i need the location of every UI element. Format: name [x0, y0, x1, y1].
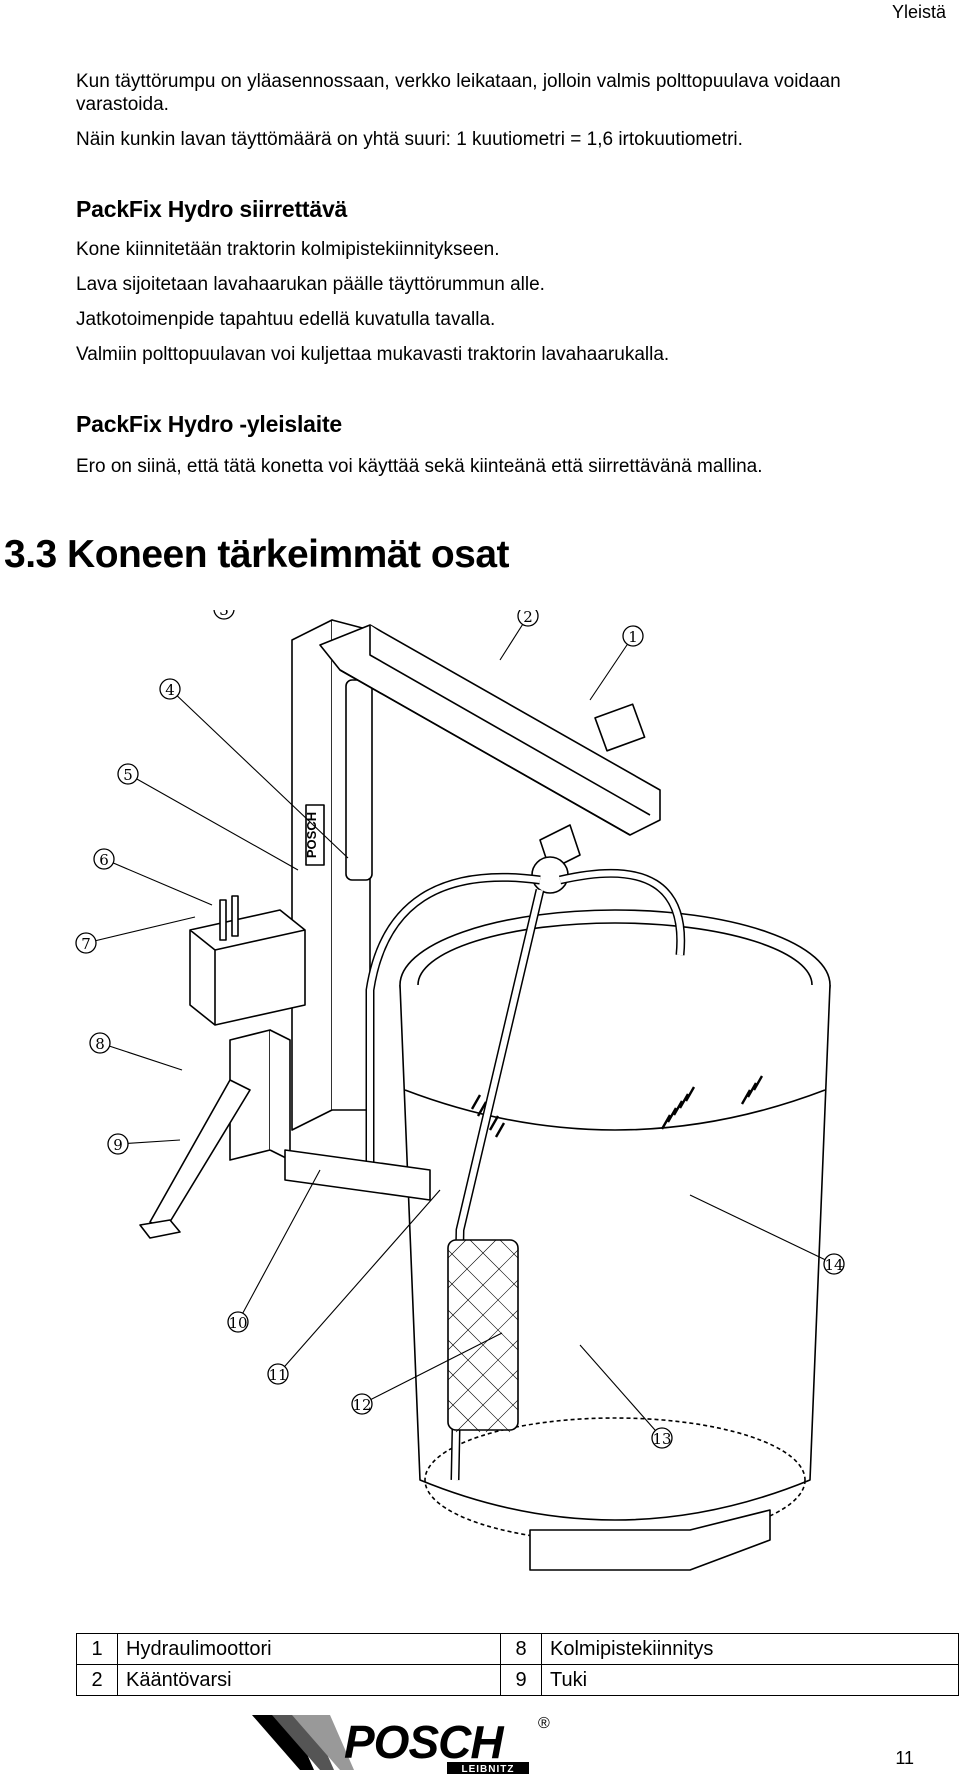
intro-line-3: Näin kunkin lavan täyttömäärä on yhtä su…: [76, 129, 743, 150]
mast: [291, 619, 333, 1131]
logo-subtext: LEIBNITZ: [462, 1764, 515, 1775]
intro-line-2: varastoida.: [76, 94, 169, 115]
callout-number: 13: [652, 1430, 671, 1448]
callout-number: 14: [824, 1256, 843, 1274]
mast-brand-label: POSCH: [304, 812, 319, 858]
callout-number: 1: [628, 628, 638, 646]
callout-3: 3: [213, 610, 235, 620]
callout-number: 9: [113, 1136, 123, 1154]
logo-wordmark: POSCH: [344, 1716, 504, 1768]
callout-number: 10: [228, 1314, 247, 1332]
callout-number: 11: [268, 1366, 287, 1384]
callout-4: 4: [159, 678, 181, 700]
part-label: Kolmipistekiinnitys: [541, 1633, 959, 1665]
callout-14: 14: [823, 1253, 845, 1275]
chapter-title: 3.3 Koneen tärkeimmät osat: [4, 533, 510, 576]
callout-10: 10: [227, 1311, 249, 1333]
callout-number: 2: [523, 610, 533, 626]
page-number: 11: [895, 1748, 914, 1768]
running-header: Yleistä: [891, 2, 946, 22]
callout-number: 5: [123, 766, 133, 784]
callout-number: 3: [219, 610, 229, 619]
part-number: 1: [76, 1633, 118, 1665]
control-box: [189, 909, 306, 1026]
callout-1: 1: [622, 625, 644, 647]
mobile-line-1: Kone kiinnitetään traktorin kolmipisteki…: [76, 239, 500, 260]
posch-logo: POSCH LEIBNITZ ®: [252, 1715, 550, 1775]
registered-mark: ®: [538, 1715, 550, 1732]
machine-drawing: POSCH: [75, 610, 845, 1571]
universal-line: Ero on siinä, että tätä konetta voi käyt…: [76, 456, 763, 477]
callout-5: 5: [117, 763, 139, 785]
callout-13: 13: [651, 1427, 673, 1449]
callout-number: 7: [81, 935, 91, 953]
section-title-mobile: PackFix Hydro siirrettävä: [76, 196, 348, 222]
callout-number: 8: [95, 1035, 105, 1053]
callout-11: 11: [267, 1363, 289, 1385]
callout-2: 2: [517, 610, 539, 627]
part-label: Kääntövarsi: [117, 1664, 501, 1696]
net-roll: [447, 1239, 519, 1431]
callout-7: 7: [75, 932, 97, 954]
table-row: 1 Hydraulimoottori 8 Kolmipistekiinnitys: [76, 1633, 959, 1665]
part-number: 8: [500, 1633, 542, 1665]
parts-table: 1 Hydraulimoottori 8 Kolmipistekiinnitys…: [76, 1633, 959, 1696]
callout-number: 12: [352, 1396, 371, 1414]
part-number: 2: [76, 1664, 118, 1696]
mobile-line-3: Jatkotoimenpide tapahtuu edellä kuvatull…: [76, 309, 496, 330]
callout-9: 9: [107, 1133, 129, 1155]
intro-line-1: Kun täyttörumpu on yläasennossaan, verkk…: [76, 71, 841, 92]
mobile-line-4: Valmiin polttopuulavan voi kuljettaa muk…: [76, 344, 670, 365]
callout-12: 12: [351, 1393, 373, 1415]
callout-6: 6: [93, 848, 115, 870]
callout-8: 8: [89, 1032, 111, 1054]
part-number: 9: [500, 1664, 542, 1696]
callout-number: 4: [165, 681, 175, 699]
mobile-line-2: Lava sijoitetaan lavahaarukan päälle täy…: [76, 274, 545, 295]
part-label: Hydraulimoottori: [117, 1633, 501, 1665]
section-title-universal: PackFix Hydro -yleislaite: [76, 411, 343, 437]
table-row: 2 Kääntövarsi 9 Tuki: [76, 1664, 959, 1696]
part-label: Tuki: [541, 1664, 959, 1696]
callout-number: 6: [99, 851, 109, 869]
